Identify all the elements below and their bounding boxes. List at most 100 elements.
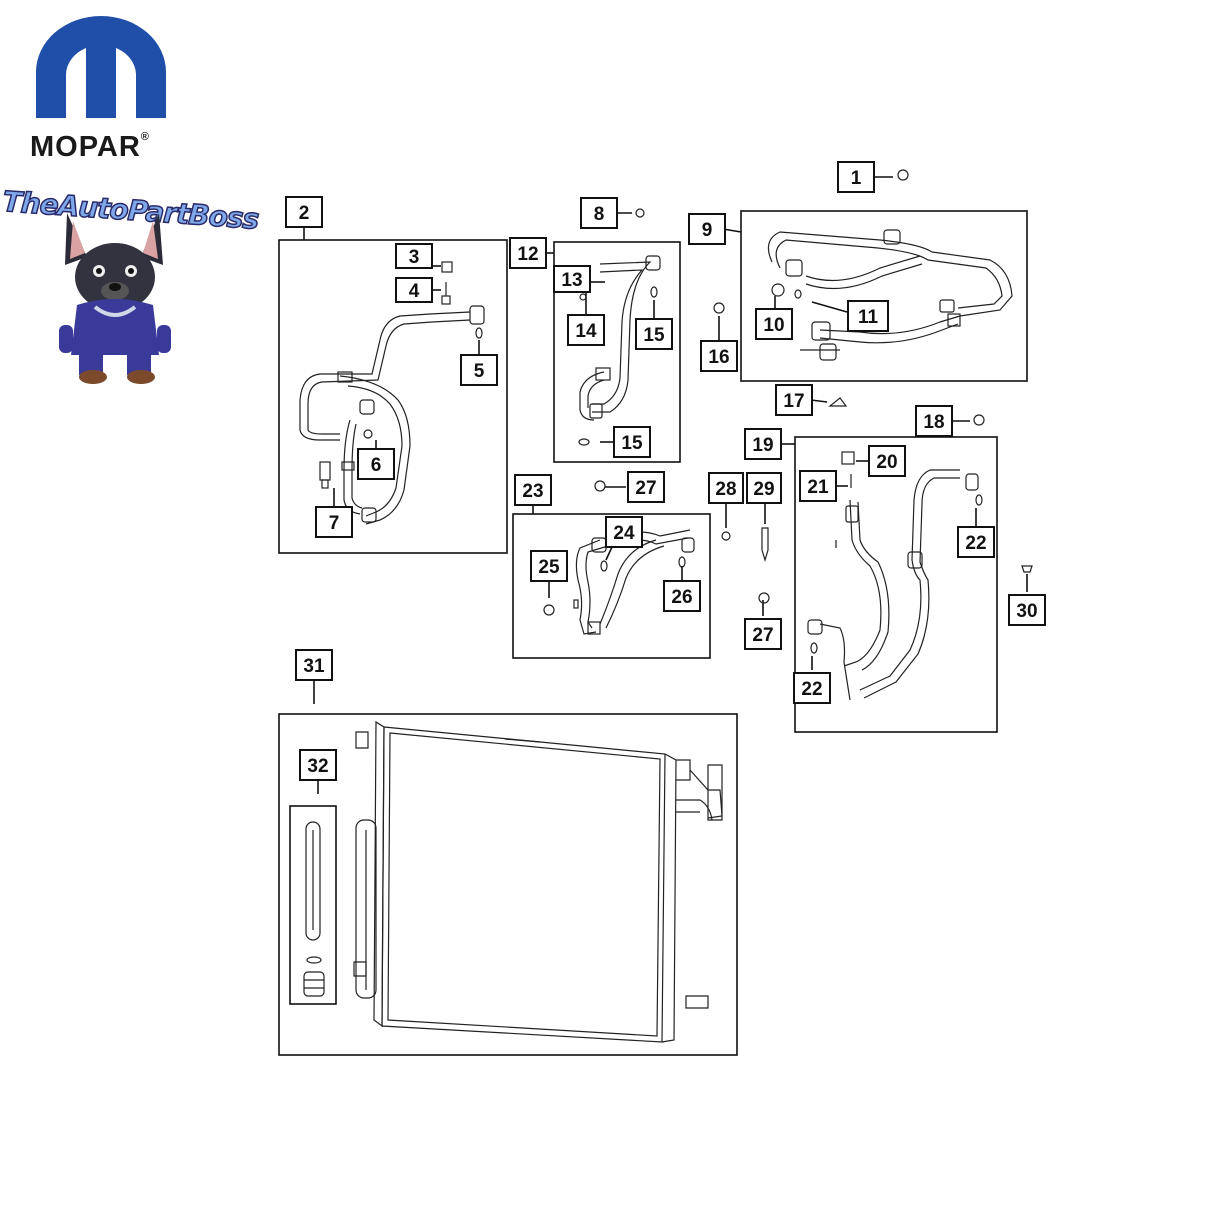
callout-8: 8 xyxy=(580,197,618,229)
callout-label: 25 xyxy=(538,557,560,578)
callout-23: 23 xyxy=(514,474,552,506)
callout-label: 20 xyxy=(876,452,897,473)
callout-32: 32 xyxy=(299,749,337,781)
callout-box xyxy=(509,237,547,269)
callout-box xyxy=(663,580,701,612)
callout-label: 22 xyxy=(801,679,822,700)
callout-5: 5 xyxy=(460,354,498,386)
group-box-32 xyxy=(289,805,337,1005)
callout-label: 28 xyxy=(715,479,736,500)
callout-2: 2 xyxy=(285,196,323,228)
callout-label: 9 xyxy=(702,220,713,241)
callout-box xyxy=(395,277,433,303)
callout-box xyxy=(700,340,738,372)
callout-box xyxy=(357,448,395,480)
callout-label: 17 xyxy=(783,391,804,412)
callout-box xyxy=(744,618,782,650)
callout-6: 6 xyxy=(357,448,395,480)
callout-box xyxy=(315,506,353,538)
callout-box xyxy=(868,445,906,477)
callout-box xyxy=(708,472,744,504)
callout-box xyxy=(744,428,782,460)
callout-12: 12 xyxy=(509,237,547,269)
mopar-wordmark: MOPAR® xyxy=(30,131,150,163)
callout-label: 24 xyxy=(613,523,635,544)
callout-29: 29 xyxy=(746,472,782,504)
callout-label: 30 xyxy=(1016,601,1037,622)
callout-box xyxy=(635,318,673,350)
group-box-31 xyxy=(278,713,738,1056)
callout-box xyxy=(553,265,591,293)
callout-10: 10 xyxy=(755,308,793,340)
callout-box xyxy=(627,471,665,503)
callout-26: 26 xyxy=(663,580,701,612)
callout-22: 22 xyxy=(957,526,995,558)
callout-box xyxy=(299,749,337,781)
callout-box xyxy=(514,474,552,506)
callout-label: 19 xyxy=(752,435,773,456)
callout-27: 27 xyxy=(627,471,665,503)
callout-20: 20 xyxy=(868,445,906,477)
callout-label: 1 xyxy=(851,168,862,189)
callout-7: 7 xyxy=(315,506,353,538)
callout-30: 30 xyxy=(1008,594,1046,626)
callout-box xyxy=(775,384,813,416)
callout-box xyxy=(688,213,726,245)
callout-box xyxy=(746,472,782,504)
callout-box xyxy=(460,354,498,386)
callout-label: 15 xyxy=(621,433,643,454)
callout-box xyxy=(1008,594,1046,626)
callout-21: 21 xyxy=(799,470,837,502)
callout-box xyxy=(915,405,953,437)
group-box-23 xyxy=(512,513,711,659)
callout-1: 1 xyxy=(837,161,875,193)
callout-24: 24 xyxy=(605,516,643,548)
callout-label: 22 xyxy=(965,533,986,554)
callout-11: 11 xyxy=(847,300,889,332)
callout-box xyxy=(957,526,995,558)
callout-box xyxy=(799,470,837,502)
callout-box xyxy=(567,314,605,346)
callout-box xyxy=(605,516,643,548)
callout-label: 8 xyxy=(594,204,605,225)
callout-19: 19 xyxy=(744,428,782,460)
callout-label: 14 xyxy=(575,321,597,342)
callout-18: 18 xyxy=(915,405,953,437)
callout-label: 23 xyxy=(522,481,543,502)
group-box-9 xyxy=(740,210,1028,382)
callout-label: 3 xyxy=(409,247,420,268)
group-box-2 xyxy=(278,239,508,554)
callout-box xyxy=(613,426,651,458)
callout-27: 27 xyxy=(744,618,782,650)
callout-label: 15 xyxy=(643,325,665,346)
callout-label: 7 xyxy=(329,513,340,534)
callout-label: 31 xyxy=(303,656,325,677)
callout-box xyxy=(755,308,793,340)
callout-label: 4 xyxy=(409,281,420,302)
callout-28: 28 xyxy=(708,472,744,504)
callout-box xyxy=(847,300,889,332)
callout-label: 21 xyxy=(807,477,829,498)
callout-3: 3 xyxy=(395,243,433,269)
callout-13: 13 xyxy=(553,265,591,293)
callout-label: 16 xyxy=(708,347,729,368)
callout-box xyxy=(285,196,323,228)
callout-31: 31 xyxy=(295,649,333,681)
callout-label: 11 xyxy=(858,307,879,328)
callout-label: 29 xyxy=(753,479,774,500)
group-box-12 xyxy=(553,241,681,463)
callout-box xyxy=(793,672,831,704)
callout-22: 22 xyxy=(793,672,831,704)
callout-label: 18 xyxy=(923,412,944,433)
callout-label: 32 xyxy=(307,756,328,777)
callout-label: 2 xyxy=(299,203,310,224)
callout-box xyxy=(395,243,433,269)
callout-label: 27 xyxy=(635,478,656,499)
callout-box xyxy=(837,161,875,193)
callout-box xyxy=(580,197,618,229)
callout-box xyxy=(530,550,568,582)
callout-25: 25 xyxy=(530,550,568,582)
callout-label: 27 xyxy=(752,625,773,646)
callout-label: 6 xyxy=(371,455,382,476)
